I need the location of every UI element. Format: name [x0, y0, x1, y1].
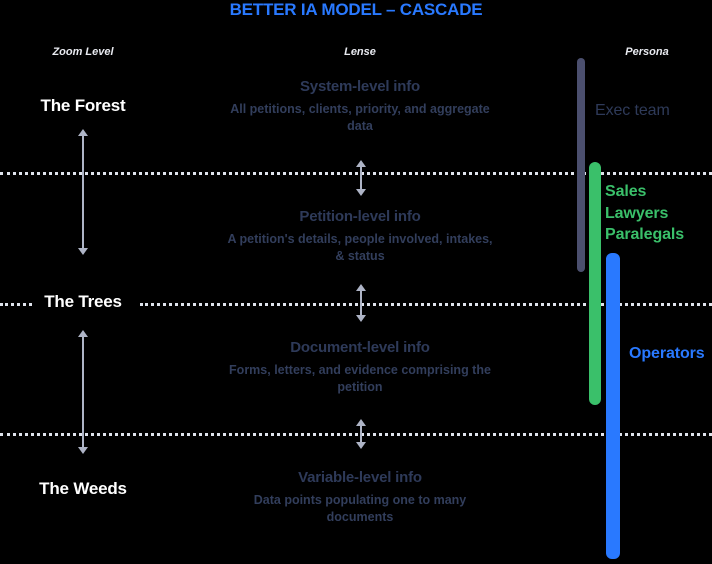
- arrow-shaft: [360, 289, 362, 317]
- persona-label-exec-team: Exec team: [595, 102, 670, 119]
- arrow-head-down-icon: [78, 248, 88, 255]
- arrow-head-up-icon: [356, 419, 366, 426]
- arrow-head-down-icon: [356, 442, 366, 449]
- persona-bar-exec-team: [577, 58, 585, 272]
- lens-description: Forms, letters, and evidence comprising …: [229, 363, 491, 394]
- zoom-label-the-forest: The Forest: [40, 96, 126, 115]
- lens-connector-arrow-petition-document: [354, 284, 368, 322]
- lens-block-system-level: System-level info All petitions, clients…: [225, 78, 495, 135]
- lens-title: Document-level info: [290, 339, 430, 356]
- persona-label-operators: Operators: [629, 345, 705, 362]
- page-title: BETTER IA MODEL – CASCADE: [229, 0, 483, 19]
- lens-title: System-level info: [300, 78, 420, 95]
- lens-block-variable-level: Variable-level info Data points populati…: [225, 469, 495, 526]
- column-header-lense: Lense: [344, 46, 376, 58]
- arrow-head-up-icon: [78, 330, 88, 337]
- persona-line-paralegals: Paralegals: [605, 226, 685, 244]
- arrow-shaft: [82, 335, 84, 449]
- arrow-head-up-icon: [356, 284, 366, 291]
- lens-title: Variable-level info: [298, 469, 422, 486]
- zoom-range-arrow-forest-trees: [76, 129, 90, 255]
- lens-title: Petition-level info: [299, 208, 421, 225]
- column-header-persona: Persona: [625, 46, 669, 58]
- persona-line-lawyers: Lawyers: [605, 204, 669, 222]
- divider-weeds: [0, 433, 712, 436]
- persona-bar-operators: [606, 253, 620, 559]
- lens-description: Data points populating one to many docum…: [253, 493, 467, 524]
- divider-trees-left-segment: [0, 303, 32, 306]
- arrow-head-up-icon: [356, 160, 366, 167]
- arrow-shaft: [360, 165, 362, 191]
- zoom-label-the-trees: The Trees: [44, 292, 122, 311]
- column-header-zoom-level: Zoom Level: [52, 46, 114, 58]
- arrow-head-down-icon: [78, 447, 88, 454]
- persona-label-sales-lawyers-paralegals: Sales Lawyers Paralegals: [605, 181, 684, 246]
- lens-description: A petition's details, people involved, i…: [227, 232, 493, 263]
- persona-bar-sales-lawyers-paralegals: [589, 162, 601, 405]
- arrow-head-down-icon: [356, 189, 366, 196]
- persona-line-sales: Sales: [605, 183, 647, 200]
- lens-connector-arrow-document-variable: [354, 419, 368, 449]
- arrow-shaft: [360, 424, 362, 444]
- lens-connector-arrow-system-petition: [354, 160, 368, 196]
- arrow-shaft: [82, 134, 84, 250]
- zoom-label-the-weeds: The Weeds: [39, 479, 127, 498]
- lens-description: All petitions, clients, priority, and ag…: [230, 102, 490, 133]
- divider-trees-right-segment: [140, 303, 712, 306]
- arrow-head-down-icon: [356, 315, 366, 322]
- zoom-range-arrow-trees-weeds: [76, 330, 90, 454]
- lens-block-document-level: Document-level info Forms, letters, and …: [225, 339, 495, 396]
- arrow-head-up-icon: [78, 129, 88, 136]
- lens-block-petition-level: Petition-level info A petition's details…: [225, 208, 495, 265]
- divider-forest-trees-upper: [0, 172, 712, 175]
